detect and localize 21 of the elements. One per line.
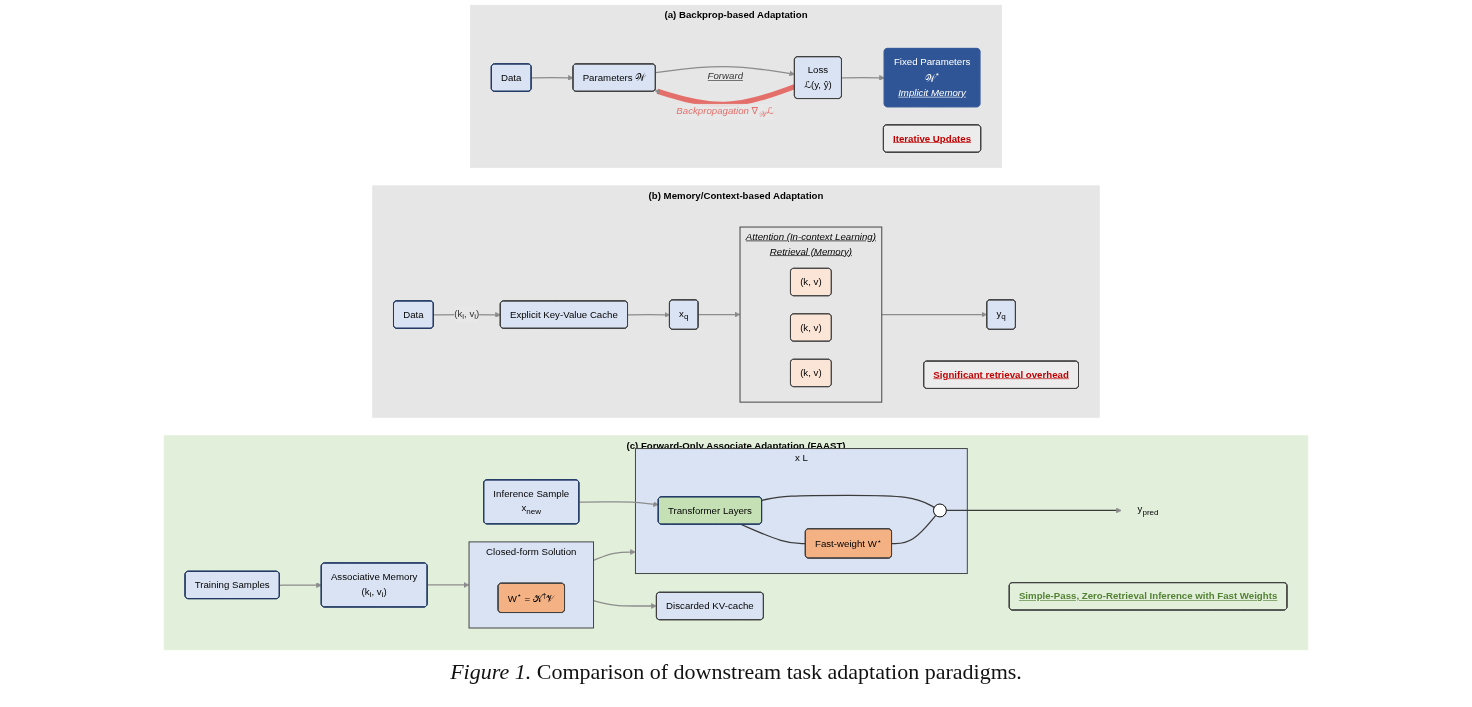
arrow xyxy=(426,582,470,588)
arrow xyxy=(841,75,885,81)
arrow xyxy=(697,311,741,318)
edge-label: Forward xyxy=(707,70,744,82)
edge-label: Backpropagation ∇$_{𝒲}$ℒ xyxy=(676,105,774,119)
edge-label: (k$_{i}$, v$_{i}$) xyxy=(454,307,480,322)
node-text: y$_{pred}$ xyxy=(1137,503,1159,517)
connector xyxy=(891,514,937,545)
figure-caption: Figure 1. Comparison of downstream task adaptation paradigms. xyxy=(450,659,1022,685)
arrow xyxy=(530,75,574,81)
arrow xyxy=(279,582,322,589)
node-circle xyxy=(932,503,947,518)
connector xyxy=(761,494,935,508)
arrow xyxy=(881,311,987,318)
arrow xyxy=(592,600,657,609)
arrow xyxy=(945,507,1122,514)
arrow xyxy=(627,312,670,318)
arrow xyxy=(578,501,659,507)
arrow xyxy=(655,66,795,77)
connector xyxy=(740,523,807,545)
arrow xyxy=(592,549,636,561)
